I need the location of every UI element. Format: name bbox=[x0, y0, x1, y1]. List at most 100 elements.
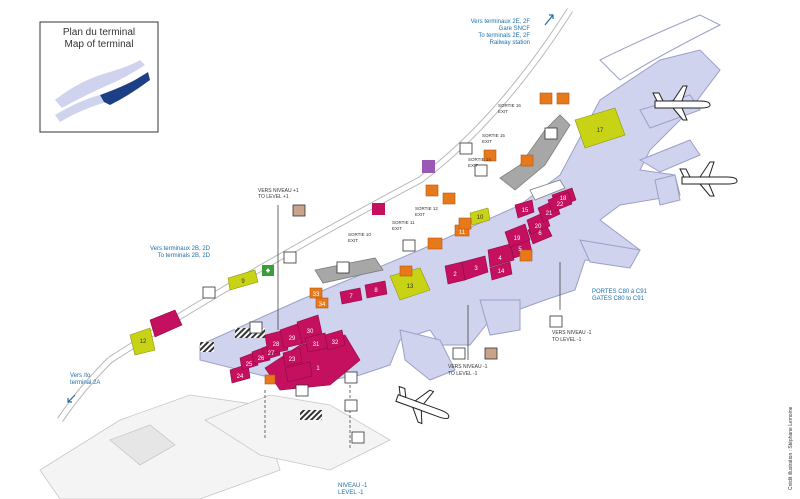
first-aid-icon bbox=[266, 268, 270, 273]
map-labels: Vers terminaux 2E, 2F Gare SNCF To termi… bbox=[67, 14, 794, 496]
shop-numbers: 1 2 3 4 5 6 7 8 14 15 18 19 20 21 22 23 … bbox=[140, 128, 604, 380]
shop-label: 1 bbox=[316, 366, 320, 372]
shop-label: 28 bbox=[273, 342, 280, 348]
shop-label: 20 bbox=[535, 224, 542, 230]
escalator-icon bbox=[344, 399, 358, 412]
legend-title-fr: Plan du terminal bbox=[63, 27, 135, 38]
shop-label: 24 bbox=[237, 374, 244, 380]
escalator-icon bbox=[200, 342, 214, 352]
escalator-icon bbox=[452, 347, 466, 360]
legend-box: Plan du terminal Map of terminal bbox=[39, 21, 159, 133]
shop-3 bbox=[461, 255, 489, 281]
taxi-icon bbox=[283, 251, 297, 264]
shops-yellow bbox=[129, 107, 626, 356]
shop-label: 34 bbox=[319, 302, 326, 308]
label-exit: EXIT bbox=[415, 212, 425, 217]
shop-label: 5 bbox=[518, 247, 522, 253]
shop-label: 14 bbox=[498, 269, 505, 275]
elevator-icon bbox=[549, 315, 563, 328]
escalator-icon bbox=[300, 410, 322, 420]
shop-12 bbox=[129, 327, 156, 356]
shop-22 bbox=[547, 191, 573, 213]
shop-label: 17 bbox=[597, 128, 604, 134]
elevator-icon bbox=[474, 164, 488, 177]
shop-7 bbox=[339, 287, 363, 305]
shop-label: 11 bbox=[459, 230, 466, 236]
shop-label: 32 bbox=[332, 340, 339, 346]
shop-8 bbox=[364, 280, 388, 299]
shop-label: 10 bbox=[477, 215, 484, 221]
shop-23 bbox=[282, 347, 303, 367]
shop-label: 30 bbox=[307, 329, 314, 335]
shop-label: 7 bbox=[349, 294, 353, 300]
label-level-down: VERS NIVEAU -1 bbox=[448, 364, 488, 370]
shop-label: 15 bbox=[522, 208, 529, 214]
parking-icon bbox=[422, 160, 435, 173]
escalator-icon bbox=[202, 286, 216, 299]
info-icon bbox=[372, 203, 385, 215]
label-level-minus-1: NIVEAU -1 bbox=[338, 483, 368, 489]
elevator-icon bbox=[544, 127, 558, 140]
shop-label: 23 bbox=[289, 357, 296, 363]
walkway-track bbox=[57, 8, 573, 422]
shop-label: 31 bbox=[313, 342, 320, 348]
escalator-icon bbox=[351, 431, 365, 444]
label-to-2e-2f: Gare SNCF bbox=[499, 26, 531, 32]
taxi-icon bbox=[459, 142, 473, 155]
shop-15 bbox=[514, 199, 535, 219]
airplane-icon bbox=[652, 85, 711, 121]
label-level-up: VERS NIVEAU +1 bbox=[258, 188, 299, 194]
label-exit: SORTIE 11 bbox=[392, 220, 415, 225]
shop-label: 25 bbox=[246, 362, 253, 368]
shop-label: 2 bbox=[453, 272, 457, 278]
label-credit: Crédit illustration : Stéphane Lemoine bbox=[788, 406, 794, 490]
shop-label: 6 bbox=[538, 231, 542, 237]
label-level-minus-1: LEVEL -1 bbox=[338, 490, 364, 496]
legend-title-en: Map of terminal bbox=[65, 39, 134, 50]
connector-lines bbox=[264, 205, 561, 450]
legend-mini-map bbox=[55, 60, 150, 122]
label-to-2a: Vers /to bbox=[70, 373, 91, 379]
shops-orange bbox=[264, 92, 570, 385]
shop-label: 19 bbox=[514, 236, 521, 242]
label-gates: PORTES C80 à C91 bbox=[592, 289, 648, 295]
label-level-down: TO LEVEL -1 bbox=[448, 371, 478, 377]
airplane-icon bbox=[395, 385, 450, 425]
shop-9 bbox=[227, 269, 259, 291]
train-arrow-icon bbox=[544, 14, 554, 26]
shop-label: 9 bbox=[241, 279, 245, 285]
label-to-2e-2f: Railway station bbox=[490, 40, 530, 46]
elevator-icon bbox=[249, 321, 263, 334]
label-to-2b-2d: To terminals 2B, 2D bbox=[158, 253, 211, 259]
label-exit: SORTIE 15 bbox=[482, 133, 505, 138]
shop-label: 12 bbox=[140, 339, 147, 345]
escalator-icon bbox=[295, 384, 309, 397]
shop-label: 13 bbox=[407, 284, 414, 290]
shop-label: 22 bbox=[557, 202, 564, 208]
shop-4 bbox=[487, 243, 515, 268]
shop-label: 27 bbox=[268, 351, 275, 357]
label-level-up: TO LEVEL +1 bbox=[258, 194, 289, 200]
shop-17 bbox=[574, 107, 626, 149]
label-exit: SORTIE 14 bbox=[468, 157, 491, 162]
label-exit: SORTIE 16 bbox=[498, 103, 521, 108]
shop-label: 18 bbox=[560, 196, 567, 202]
elevator-icon bbox=[402, 239, 416, 252]
label-exit: SORTIE 10 bbox=[348, 232, 371, 237]
shops-magenta bbox=[149, 187, 577, 391]
label-to-2b-2d: Vers terminaux 2B, 2D bbox=[150, 246, 211, 252]
lower-level-outline bbox=[39, 394, 391, 499]
escalator-icon bbox=[344, 371, 358, 384]
service-icons bbox=[202, 127, 563, 444]
stairs-icon bbox=[292, 204, 306, 217]
label-to-2e-2f: Vers terminaux 2E, 2F bbox=[471, 19, 531, 25]
shop-label: 8 bbox=[374, 288, 378, 294]
label-level-down: TO LEVEL -1 bbox=[552, 337, 582, 343]
label-gates: GATES C80 to C91 bbox=[592, 296, 645, 302]
stairs-icon bbox=[484, 347, 498, 360]
shop-32 bbox=[324, 329, 346, 351]
shop-34 bbox=[315, 297, 329, 309]
label-to-2a: terminal 2A bbox=[70, 380, 100, 386]
label-exit: EXIT bbox=[348, 238, 358, 243]
